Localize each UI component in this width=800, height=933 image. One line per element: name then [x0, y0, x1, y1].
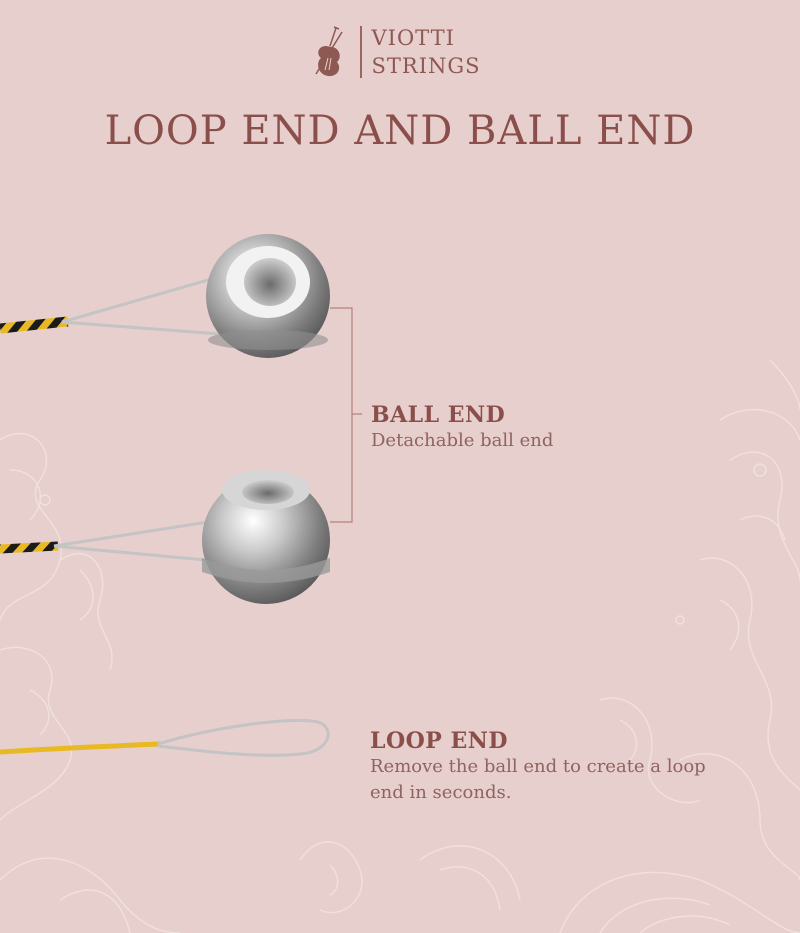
ball-end-top	[0, 234, 330, 358]
violin-icon	[315, 26, 343, 77]
brand-line-2: STRINGS	[371, 54, 481, 78]
brand-line-1: VIOTTI	[371, 26, 455, 50]
loop-end	[0, 718, 330, 757]
ball-end-callout: BALL END Detachable ball end	[371, 402, 553, 454]
ball-end-heading: BALL END	[371, 402, 506, 428]
loop-end-description: Remove the ball end to create a loop end…	[370, 756, 706, 803]
ball-end-bottom	[0, 470, 330, 604]
loop-end-heading: LOOP END	[370, 728, 508, 754]
brand-name: VIOTTI STRINGS	[372, 24, 481, 80]
ball-end-description: Detachable ball end	[371, 430, 554, 451]
loop-end-callout: LOOP END Remove the ball end to create a…	[370, 728, 710, 806]
ball-end-bracket	[330, 307, 362, 523]
page-title: LOOP END AND BALL END	[104, 108, 696, 154]
brand-divider	[360, 26, 362, 78]
brand-logo: VIOTTI STRINGS	[312, 24, 481, 80]
